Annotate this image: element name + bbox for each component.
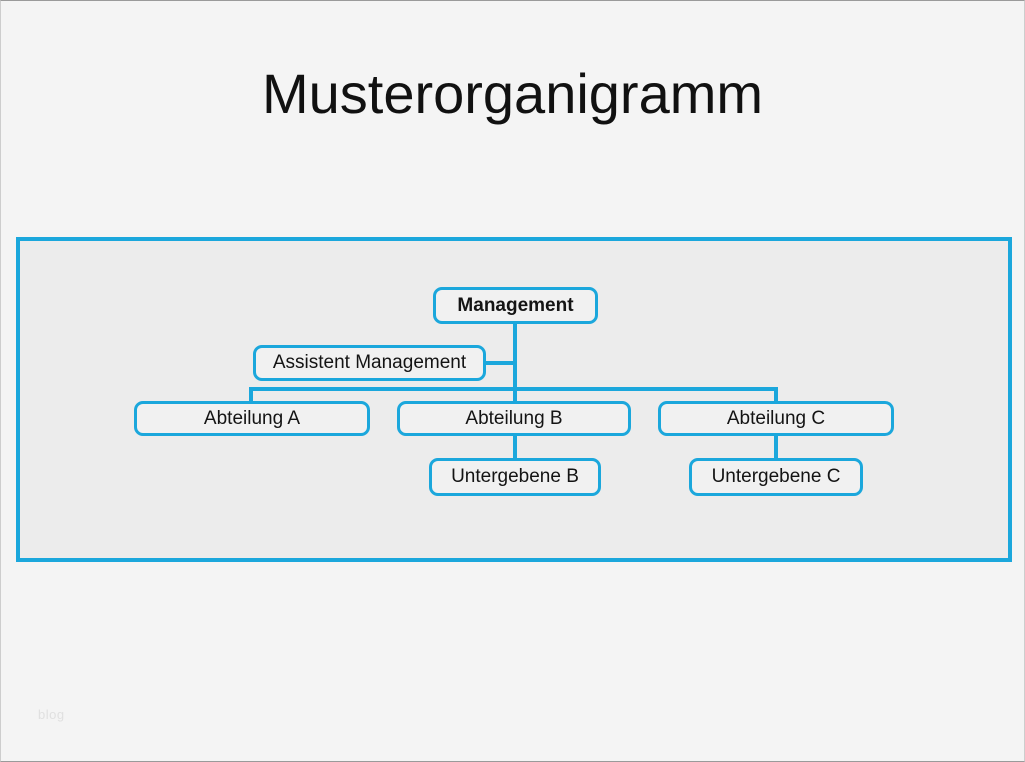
- org-node-dept-b: Abteilung B: [397, 401, 631, 436]
- org-node-management: Management: [433, 287, 598, 324]
- org-node-assistant: Assistent Management: [253, 345, 486, 381]
- org-node-sub-c: Untergebene C: [689, 458, 863, 496]
- watermark-text: blog: [38, 707, 65, 722]
- org-chart-panel: Management Assistent Management Abteilun…: [16, 237, 1012, 562]
- connector-branch-horizontal: [249, 387, 778, 391]
- org-node-sub-b-label: Untergebene B: [451, 466, 579, 487]
- page-title: Musterorganigramm: [261, 62, 764, 125]
- org-node-dept-c-label: Abteilung C: [726, 407, 826, 429]
- org-node-dept-a-label: Abteilung A: [203, 407, 301, 429]
- connector-branch-to-dept-c: [774, 387, 778, 401]
- connector-dept-c-to-sub-c: [774, 436, 778, 458]
- org-node-sub-b: Untergebene B: [429, 458, 601, 496]
- connector-branch-to-dept-a: [249, 387, 253, 401]
- connector-dept-b-to-sub-b: [513, 436, 517, 458]
- org-node-sub-c-label: Untergebene C: [711, 466, 841, 487]
- org-node-dept-a: Abteilung A: [134, 401, 370, 436]
- connector-assistant-to-trunk: [486, 361, 517, 365]
- org-node-dept-c: Abteilung C: [658, 401, 894, 436]
- org-node-assistant-label: Assistent Management: [272, 352, 467, 373]
- org-node-management-label: Management: [457, 294, 574, 316]
- org-node-dept-b-label: Abteilung B: [465, 407, 563, 429]
